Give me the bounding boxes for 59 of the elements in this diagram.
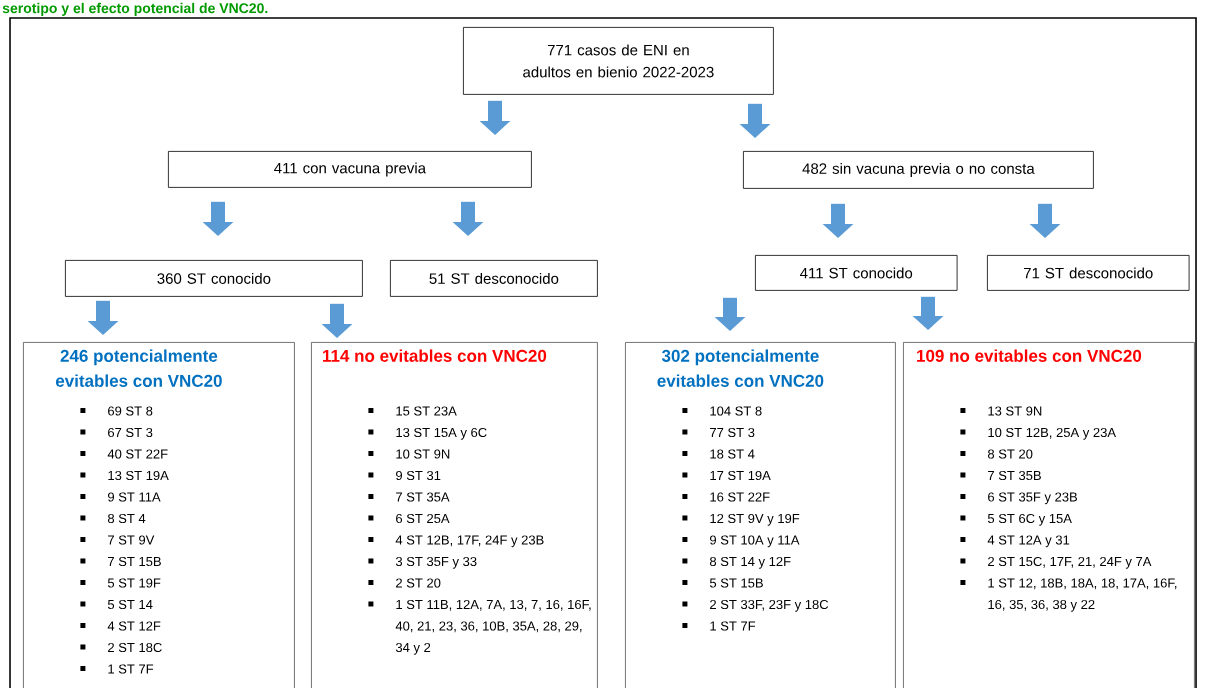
list-item: 9 ST 31 <box>368 470 441 481</box>
list-item: 10 ST 12B, 25A y 23A <box>960 427 1116 440</box>
list-item: 6 ST 25A <box>368 513 450 524</box>
list-item: 7 ST 35A <box>368 492 450 502</box>
list-item: 2 ST 33F, 23F y 18C <box>682 599 829 612</box>
list-item: 4 ST 12F <box>80 621 161 631</box>
list-item: 7 ST 15B <box>80 556 161 567</box>
list-item: 5 ST 15B <box>682 578 763 588</box>
list-box <box>903 342 1195 688</box>
process-box: 51 ST desconocido <box>390 260 598 297</box>
list-item: 2 ST 20 <box>368 578 441 588</box>
list-item: 40 ST 22F <box>80 449 168 459</box>
process-box: 71 ST desconocido <box>987 255 1190 291</box>
list-item: 13 ST 9N <box>960 406 1042 416</box>
list-item: 8 ST 14 y 12F <box>682 556 791 569</box>
list-heading: 302 potencialmente evitables con VNC20 <box>657 349 824 387</box>
list-item: 16 ST 22F <box>682 492 770 502</box>
list-item: 5 ST 6C y 15A <box>960 513 1072 526</box>
list-item: 15 ST 23A <box>368 406 457 416</box>
list-item: 5 ST 19F <box>80 578 161 588</box>
list-heading: 109 no evitables con VNC20 <box>917 349 1142 362</box>
list-item: 5 ST 14 <box>80 599 153 610</box>
list-item: 6 ST 35F y 23B <box>960 492 1078 505</box>
list-item: 7 ST 35B <box>960 470 1041 481</box>
list-item: 1 ST 12, 18B, 18A, 18, 17A, 16F, 16, 35, 36, 38 y 22 <box>960 578 1177 612</box>
list-item: 12 ST 9V y 19F <box>682 513 800 526</box>
process-box: 411 con vacuna previa <box>168 151 532 188</box>
list-item: 1 ST 11B, 12A, 7A, 13, 7, 16, 16F, 40, 21, 23, 36, 10B, 35A, 28, 29, 34 y 2 <box>368 599 591 655</box>
title: serotipo y el efecto potencial de VNC20. <box>2 2 268 16</box>
list-item: 10 ST 9N <box>368 449 450 459</box>
list-box <box>311 342 598 688</box>
list-item: 69 ST 8 <box>80 406 153 416</box>
list-item: 8 ST 20 <box>960 449 1033 459</box>
list-item: 67 ST 3 <box>80 427 153 438</box>
list-item: 3 ST 35F y 33 <box>368 556 477 569</box>
list-item: 1 ST 7F <box>80 664 154 674</box>
list-item: 4 ST 12B, 17F, 24F y 23B <box>368 535 544 548</box>
list-item: 13 ST 19A <box>80 470 169 481</box>
list-item: 17 ST 19A <box>682 470 771 481</box>
process-box: 411 ST conocido <box>755 255 958 291</box>
list-item: 9 ST 10A y 11A <box>682 535 800 548</box>
list-item: 4 ST 12A y 31 <box>960 535 1070 548</box>
list-heading: 246 potencialmente evitables con VNC20 <box>55 349 222 387</box>
list-item: 77 ST 3 <box>682 427 755 438</box>
list-item: 7 ST 9V <box>80 535 155 545</box>
list-box <box>23 342 295 688</box>
process-box: 360 ST conocido <box>65 260 363 297</box>
process-box: 482 sin vacuna previa o no consta <box>743 151 1094 189</box>
list-item: 1 ST 7F <box>682 621 756 631</box>
list-item: 9 ST 11A <box>80 492 161 502</box>
list-item: 13 ST 15A y 6C <box>368 427 487 440</box>
process-box: 771 casos de ENI en adultos en bienio 2022-2023 <box>463 27 774 95</box>
list-heading: 114 no evitables con VNC20 <box>323 349 547 362</box>
list-item: 8 ST 4 <box>80 513 146 524</box>
list-item: 2 ST 15C, 17F, 21, 24F y 7A <box>960 556 1152 569</box>
list-item: 18 ST 4 <box>682 449 755 459</box>
list-item: 104 ST 8 <box>682 406 762 416</box>
list-box <box>625 342 896 688</box>
list-item: 2 ST 18C <box>80 642 162 653</box>
